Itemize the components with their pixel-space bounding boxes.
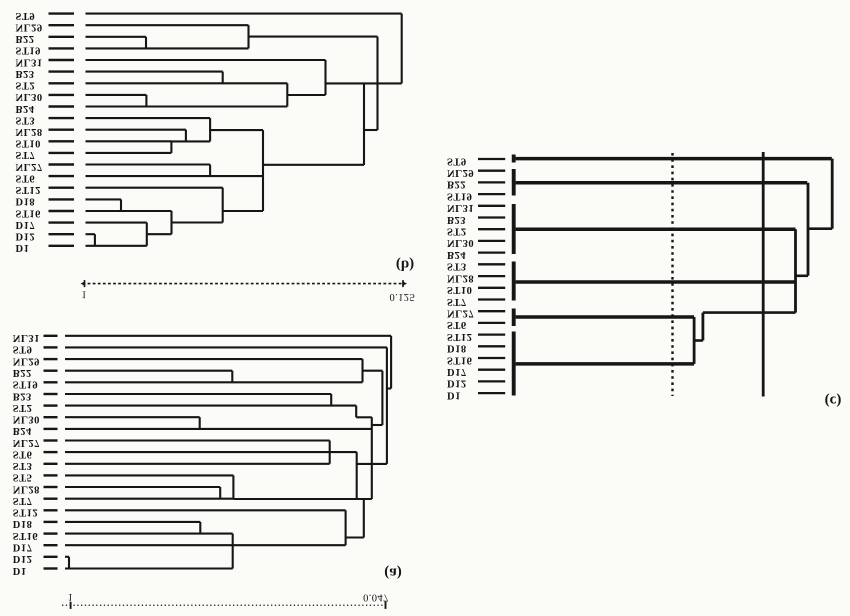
svg-text:ST9: ST9 <box>447 155 467 166</box>
svg-text:0.125: 0.125 <box>389 291 415 302</box>
svg-text:B23: B23 <box>16 68 35 79</box>
svg-text:NL27: NL27 <box>13 437 40 448</box>
svg-text:ST12: ST12 <box>16 184 41 195</box>
svg-text:NL29: NL29 <box>447 167 474 178</box>
svg-text:B23: B23 <box>13 390 32 401</box>
svg-text:D12: D12 <box>13 553 33 564</box>
svg-text:D17: D17 <box>13 542 33 553</box>
svg-text:NL28: NL28 <box>447 272 474 283</box>
svg-text:D17: D17 <box>16 219 36 230</box>
svg-text:B24: B24 <box>447 249 466 260</box>
svg-text:ST19: ST19 <box>16 45 41 56</box>
svg-text:ST6: ST6 <box>13 448 33 459</box>
svg-text:B22: B22 <box>13 367 32 378</box>
svg-text:ST3: ST3 <box>16 114 36 125</box>
svg-text:D1: D1 <box>447 389 461 400</box>
svg-text:(a): (a) <box>384 564 402 580</box>
svg-text:D12: D12 <box>447 378 467 389</box>
svg-text:ST12: ST12 <box>13 507 38 518</box>
svg-text:ST16: ST16 <box>16 207 41 218</box>
svg-text:(b): (b) <box>396 256 414 272</box>
svg-text:D17: D17 <box>447 366 467 377</box>
svg-text:NL28: NL28 <box>13 483 40 494</box>
svg-text:D18: D18 <box>13 518 33 529</box>
svg-text:ST5: ST5 <box>13 472 33 483</box>
svg-text:ST7: ST7 <box>13 495 33 506</box>
svg-text:B22: B22 <box>447 179 466 190</box>
svg-text:ST6: ST6 <box>447 319 467 330</box>
svg-text:ST3: ST3 <box>447 261 467 272</box>
svg-text:(c): (c) <box>825 393 842 409</box>
svg-text:NL30: NL30 <box>13 414 40 425</box>
svg-text:B24: B24 <box>13 425 32 436</box>
svg-text:B24: B24 <box>16 103 35 114</box>
svg-text:NL27: NL27 <box>447 308 474 319</box>
svg-text:D18: D18 <box>16 196 36 207</box>
svg-text:ST19: ST19 <box>13 379 38 390</box>
svg-text:ST10: ST10 <box>16 138 41 149</box>
svg-text:D12: D12 <box>16 231 36 242</box>
svg-text:ST7: ST7 <box>16 149 36 160</box>
svg-text:0.047: 0.047 <box>363 591 389 602</box>
svg-text:ST19: ST19 <box>447 190 472 201</box>
svg-text:ST16: ST16 <box>13 530 38 541</box>
svg-text:ST12: ST12 <box>447 331 472 342</box>
svg-text:ST3: ST3 <box>13 460 33 471</box>
svg-text:NL27: NL27 <box>16 161 43 172</box>
svg-text:B23: B23 <box>447 214 466 225</box>
svg-text:NL29: NL29 <box>16 22 43 33</box>
svg-text:ST9: ST9 <box>16 10 36 21</box>
svg-text:D18: D18 <box>447 343 467 354</box>
svg-text:B22: B22 <box>16 33 35 44</box>
svg-text:ST7: ST7 <box>447 296 467 307</box>
svg-text:NL30: NL30 <box>16 91 43 102</box>
svg-text:NL31: NL31 <box>16 56 43 67</box>
svg-text:NL29: NL29 <box>13 355 40 366</box>
svg-text:ST9: ST9 <box>13 344 33 355</box>
svg-text:ST2: ST2 <box>447 226 467 237</box>
svg-text:ST10: ST10 <box>447 284 472 295</box>
svg-text:NL28: NL28 <box>16 126 43 137</box>
svg-text:NL30: NL30 <box>447 237 474 248</box>
svg-text:ST16: ST16 <box>447 354 472 365</box>
svg-text:D1: D1 <box>16 242 30 253</box>
svg-text:ST2: ST2 <box>13 402 33 413</box>
svg-text:ST2: ST2 <box>16 80 36 91</box>
svg-text:D1: D1 <box>13 565 27 576</box>
svg-text:1: 1 <box>81 289 86 300</box>
svg-text:NL31: NL31 <box>13 332 40 343</box>
svg-text:ST6: ST6 <box>16 172 36 183</box>
svg-text:NL31: NL31 <box>447 202 474 213</box>
svg-text:1: 1 <box>68 591 73 602</box>
